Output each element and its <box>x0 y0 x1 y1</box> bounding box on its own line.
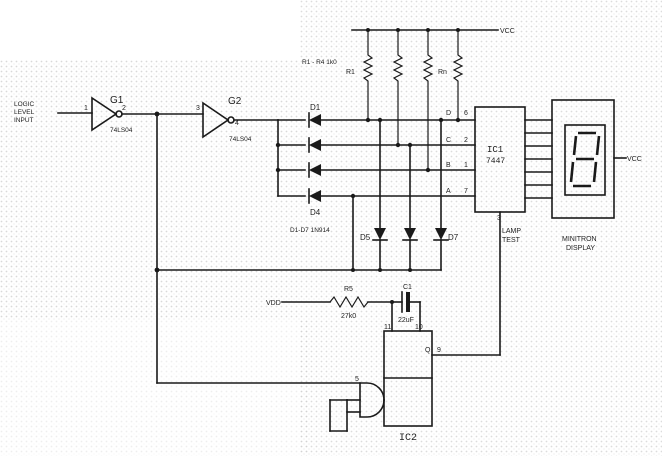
ic2-pin-11: 11 <box>384 324 391 331</box>
d5-label: D5 <box>360 233 371 242</box>
timing-network: VDD R5 27k0 C1 22uF <box>266 284 421 332</box>
input-label-line2: LEVEL <box>14 109 35 116</box>
ic2-pin-10: 10 <box>415 324 423 331</box>
ic2-monostable: 11 10 Q 9 5 IC2 <box>355 324 441 444</box>
g2-pin-in: 3 <box>196 105 200 112</box>
ic1-pin-a: A <box>446 188 451 195</box>
input-label-line3: INPUT <box>14 117 34 124</box>
minitron-display: VCC MINITRON DISPLAY <box>551 99 642 252</box>
diode-array: D1 D4 D1-D7 1N914 <box>277 103 476 234</box>
lower-diodes: D5 D7 <box>350 117 459 271</box>
display-label-line1: MINITRON <box>562 236 597 243</box>
diode-note: D1-D7 1N914 <box>290 227 330 234</box>
ic1-label: IC1 <box>487 145 503 155</box>
ic2-label: IC2 <box>399 433 417 444</box>
g1-part: 74LS04 <box>110 127 133 134</box>
lamp-test-line2: TEST <box>502 237 521 244</box>
g2-pin-out: 4 <box>235 120 239 127</box>
r1-label: R1 <box>346 69 355 76</box>
vdd-label: VDD <box>266 300 281 307</box>
and-gate <box>156 382 385 432</box>
input-label-line1: LOGIC <box>14 101 35 108</box>
ic1-pin-2: 2 <box>464 137 468 144</box>
r5-label: R5 <box>344 286 353 293</box>
g2-part: 74LS04 <box>229 136 252 143</box>
display-label-line2: DISPLAY <box>566 245 595 252</box>
vcc-display-label: VCC <box>627 156 642 163</box>
r5-value: 27k0 <box>341 313 356 320</box>
d7-label: D7 <box>448 233 459 242</box>
input-section: LOGIC LEVEL INPUT <box>14 101 93 124</box>
diode-d3 <box>277 162 476 178</box>
ic1-pin-c: C <box>446 137 451 144</box>
lamp-test-line1: LAMP <box>502 228 521 235</box>
ic2-pin-q: Q <box>425 347 431 354</box>
g1-pin-in: 1 <box>84 105 88 112</box>
ic1-pin-1: 1 <box>464 162 468 169</box>
resistor-note: R1 - R4 1k0 <box>302 59 337 66</box>
segment-bus <box>524 119 553 199</box>
ic1-pin-3: 3 <box>497 215 501 222</box>
c1-label: C1 <box>403 284 412 291</box>
rn-label: Rn <box>438 69 447 76</box>
ic1-pin-d: D <box>446 110 451 117</box>
vcc-top-label: VCC <box>500 28 515 35</box>
ic1-pin-6: 6 <box>464 110 468 117</box>
ic2-pin-9: 9 <box>437 347 441 354</box>
g1-label: G1 <box>110 95 124 106</box>
d1-label: D1 <box>310 103 321 112</box>
d4-label: D4 <box>310 208 321 217</box>
g2-label: G2 <box>228 96 242 107</box>
diode-d4 <box>277 188 476 204</box>
ic1-decoder: IC1 7447 D C B A 6 2 1 7 3 LAMP TEST <box>431 106 526 356</box>
c1-value: 22uF <box>398 317 414 324</box>
ic1-pin-b: B <box>446 162 451 169</box>
ic2-pin-5: 5 <box>355 376 359 383</box>
ic1-part: 7447 <box>486 157 505 166</box>
pullup-resistors <box>362 30 464 173</box>
g1-pin-out: 2 <box>122 105 126 112</box>
ic1-pin-7: 7 <box>464 188 468 195</box>
seven-segment-glyph <box>569 131 601 188</box>
